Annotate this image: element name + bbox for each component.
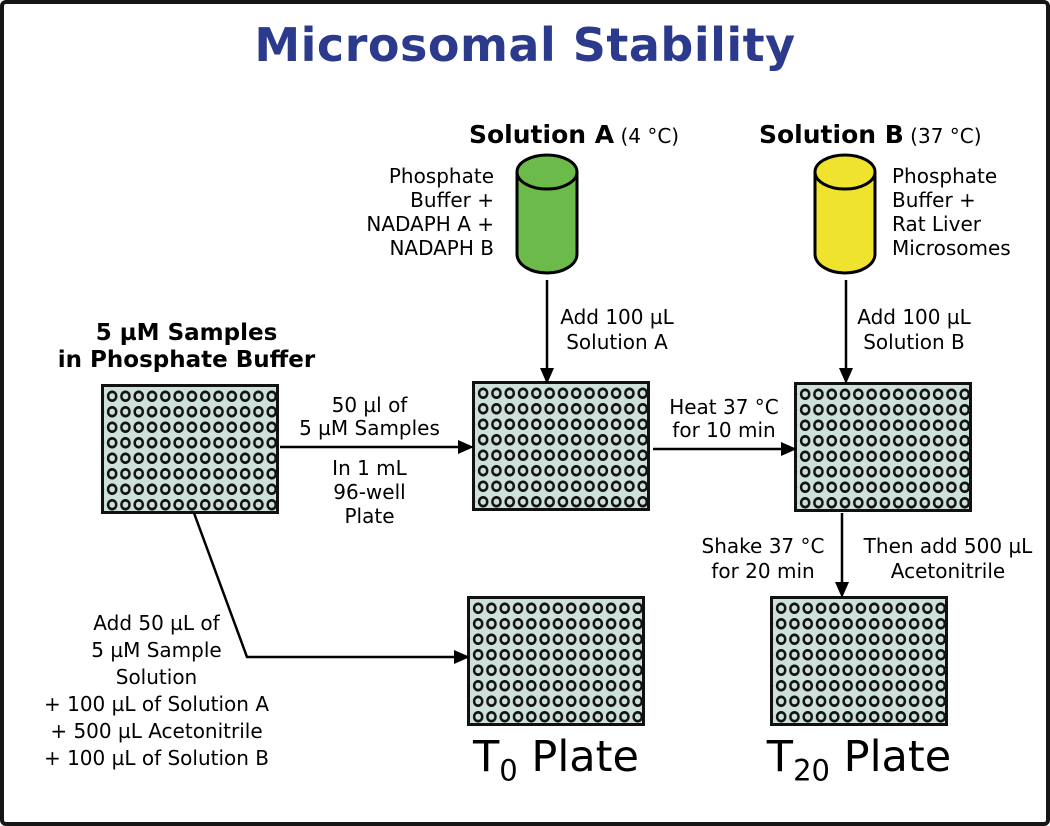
shake-label: Shake 37 °C for 20 min [701, 534, 825, 583]
solution-b-cylinder-icon [813, 153, 877, 275]
t20-plate [770, 596, 948, 726]
t0-prefix: T [473, 732, 500, 782]
solution-a-contents: Phosphate Buffer + NADAPH A + NADAPH B [366, 164, 494, 260]
solution-a-name: Solution A [469, 120, 615, 149]
add-solution-a-label: Add 100 µL Solution A [560, 305, 674, 354]
solution-b-contents: Phosphate Buffer + Rat Liver Microsomes [892, 164, 1011, 260]
heat-label: Heat 37 °C for 10 min [669, 395, 779, 442]
t0-subscript: 0 [499, 753, 518, 788]
acetonitrile-label: Then add 500 µL Acetonitrile [863, 534, 1033, 583]
solution-b-name: Solution B [759, 120, 904, 149]
t0-mix-label: Add 50 µL of 5 µM Sample Solution + 100 … [43, 611, 270, 770]
sample-plate [101, 384, 279, 514]
solution-a-cylinder-icon [515, 153, 579, 275]
transfer-amount-label: 50 µl of 5 µM Samples [299, 393, 440, 440]
page-title: Microsomal Stability [254, 18, 796, 72]
solution-b-title: Solution B (37 °C) [759, 120, 982, 149]
t20-prefix: T [766, 732, 794, 782]
transfer-vessel-label: In 1 mL 96-well Plate [332, 456, 407, 528]
t0-plate [467, 596, 645, 726]
t20-plate-label: T20 Plate [764, 732, 954, 785]
solution-b-temp: (37 °C) [903, 124, 982, 148]
solution-a-title: Solution A (4 °C) [469, 120, 679, 149]
solution-a-temp: (4 °C) [614, 124, 680, 148]
t20-suffix: Plate [829, 732, 952, 782]
sample-source-title: 5 µM Samples in Phosphate Buffer [57, 320, 316, 373]
add-solution-b-label: Add 100 µL Solution B [857, 305, 971, 354]
reaction-plate [794, 382, 972, 512]
t20-subscript: 20 [793, 753, 830, 788]
t0-suffix: Plate [517, 732, 639, 782]
incubation-plate [472, 381, 650, 511]
t0-plate-label: T0 Plate [467, 732, 645, 785]
